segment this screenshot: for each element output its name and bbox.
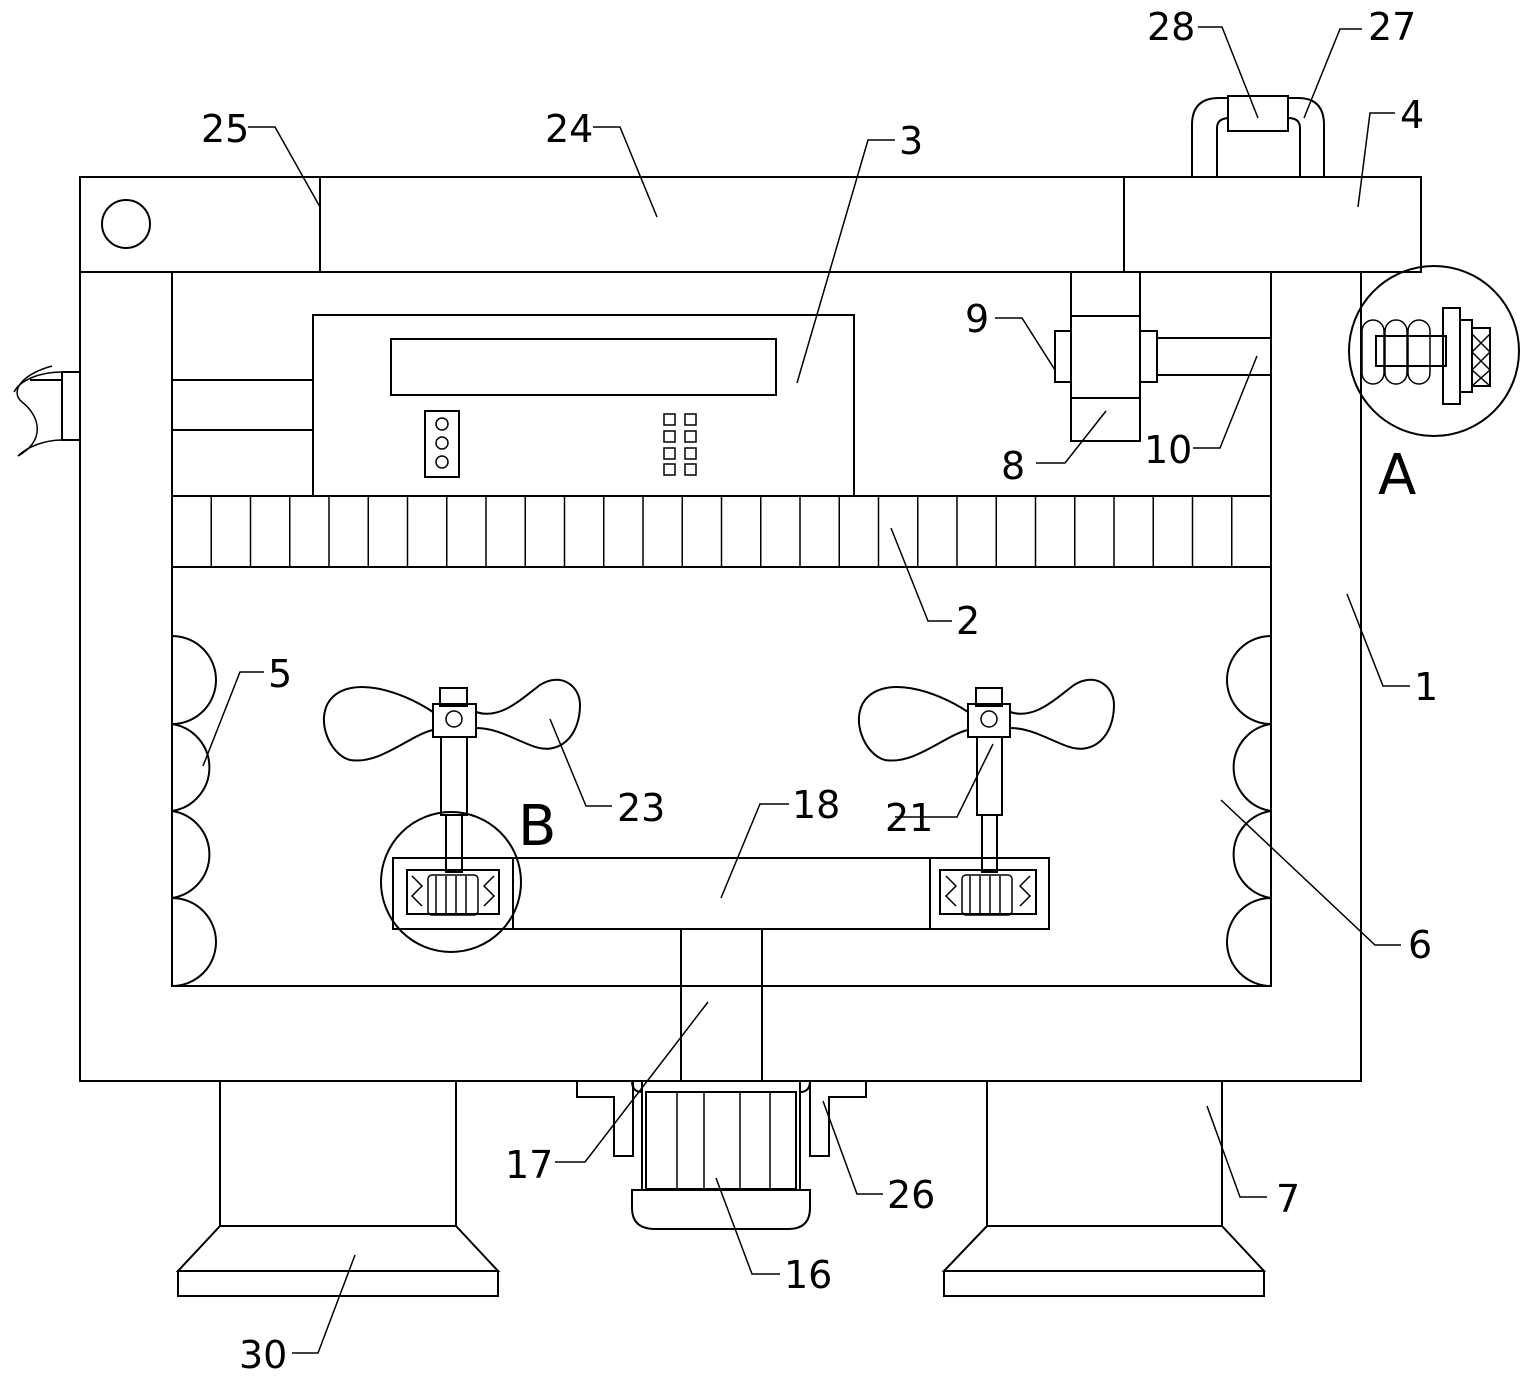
right-heater-coils [1226,635,1272,987]
label-24: 24 [545,107,593,151]
detail-a-spring-assembly [1348,265,1520,437]
detail-circle-b [380,811,522,953]
label-26: 26 [887,1173,935,1217]
bottom-motor-mount [576,1081,867,1157]
label-23: 23 [617,786,665,830]
label-3: 3 [899,119,923,163]
label-2: 2 [956,599,980,643]
latch-assembly [1054,271,1272,442]
label-16: 16 [784,1253,832,1297]
side-outlet-pipe [13,365,81,457]
label-8: 8 [1001,444,1025,488]
label-25: 25 [201,107,249,151]
label-18: 18 [792,783,840,827]
display-screen [390,338,777,396]
right-fan [857,678,1116,916]
control-panel [172,314,855,497]
left-fan [322,678,582,916]
reference-numerals: 25 24 3 4 27 28 9 10 8 2 1 5 23 21 18 6 … [201,5,1438,1377]
detail-label-a: A [1378,443,1416,508]
leader-lines [202,26,1410,1354]
label-27: 27 [1368,5,1416,49]
top-cover-plate [79,176,1422,273]
bottom-motor [631,1080,811,1230]
label-4: 4 [1400,93,1424,137]
label-21: 21 [885,796,933,840]
label-10: 10 [1144,428,1192,472]
label-1: 1 [1414,665,1438,709]
label-17: 17 [505,1143,553,1187]
detail-label-b: B [518,794,556,859]
drive-shaft [680,928,763,1082]
right-fan-motor [939,869,1037,916]
filter-grille [171,495,1272,568]
keypad [663,413,697,476]
left-fan-motor [406,869,500,916]
label-9: 9 [965,297,989,341]
handle-grip [1227,95,1289,132]
label-7: 7 [1276,1177,1300,1221]
hinge-circle [101,199,151,249]
indicator-lights [424,410,460,478]
right-leg [941,1080,1267,1297]
left-heater-coils [171,635,217,987]
label-6: 6 [1408,923,1432,967]
label-30: 30 [239,1333,287,1377]
handle [1191,95,1325,177]
knob [1054,330,1072,383]
left-leg [175,1080,501,1297]
label-5: 5 [268,652,292,696]
label-28: 28 [1147,5,1195,49]
latch-rod [1156,337,1272,376]
